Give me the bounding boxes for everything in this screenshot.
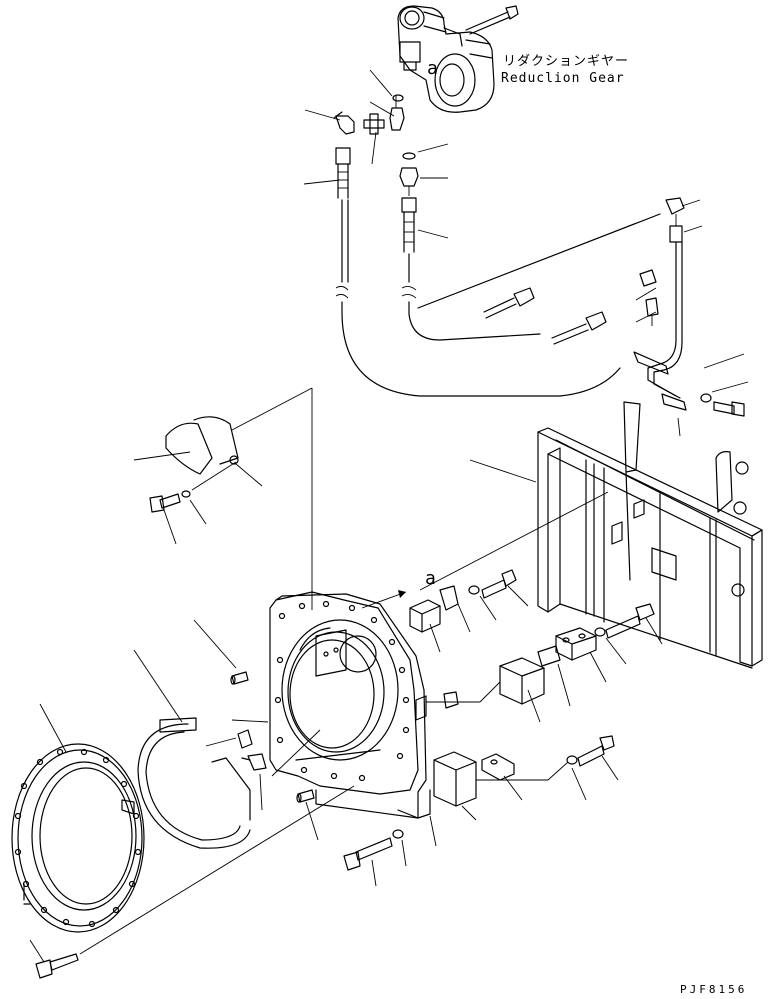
bracket-hook bbox=[439, 585, 459, 611]
inspection-cover bbox=[165, 387, 313, 610]
tee-fitting bbox=[363, 113, 385, 135]
bolt-top-left bbox=[149, 493, 181, 513]
hose-end-lower bbox=[551, 311, 607, 345]
clamp-small bbox=[481, 753, 515, 781]
bolt-right bbox=[713, 401, 745, 417]
bolt-mid-2 bbox=[605, 603, 655, 639]
washer-right bbox=[700, 393, 712, 403]
bolt-mid-3 bbox=[577, 735, 615, 767]
fitting-right-4 bbox=[645, 297, 659, 326]
washer-top-left bbox=[181, 490, 191, 498]
fitting-right-1 bbox=[665, 197, 685, 215]
hose-fitting-middle bbox=[401, 197, 417, 253]
hose-end-upper bbox=[483, 287, 535, 319]
washer-mid-3 bbox=[566, 755, 578, 765]
block-large-2 bbox=[433, 751, 477, 807]
fitting-right-3 bbox=[639, 269, 657, 287]
support-frame bbox=[537, 401, 763, 669]
washer-mid-1 bbox=[468, 585, 480, 595]
flywheel-housing bbox=[269, 591, 459, 819]
washer-mid-2 bbox=[594, 627, 606, 637]
cover-ring bbox=[11, 743, 145, 933]
steel-pipe bbox=[633, 241, 687, 411]
reduction-gear-label-jp: リダクションギヤー bbox=[503, 54, 630, 69]
dowel-pin-upper bbox=[230, 671, 249, 685]
straight-connector bbox=[399, 167, 419, 196]
washer-bottom bbox=[392, 829, 404, 839]
reduction-gear-label-en: Reduclion Gear bbox=[501, 71, 625, 86]
callout-a-top: a bbox=[427, 58, 439, 79]
hose-fitting-left bbox=[335, 147, 351, 199]
elbow-fitting-left bbox=[333, 111, 355, 135]
seal-ring bbox=[137, 717, 251, 849]
o-ring-middle bbox=[402, 152, 416, 160]
clamp-plate bbox=[555, 627, 597, 661]
plate-thin bbox=[537, 645, 561, 667]
reduction-gear-assembly bbox=[397, 5, 495, 113]
bolt-mid-1 bbox=[481, 569, 517, 599]
fitting-right-2 bbox=[669, 214, 683, 243]
housing-bolt-bottom bbox=[343, 837, 393, 871]
block-small-1 bbox=[409, 599, 441, 633]
leader-lines-bottom bbox=[29, 451, 663, 963]
drawing-code: PJF8156 bbox=[680, 983, 748, 996]
cover-bolt bbox=[35, 953, 79, 979]
fitting-small-housing bbox=[237, 729, 267, 771]
leader-lines-top bbox=[303, 69, 749, 437]
elbow-fitting bbox=[389, 96, 405, 131]
hose-line-outer bbox=[335, 199, 621, 397]
gear-mount-bolt bbox=[465, 5, 519, 35]
o-ring-small bbox=[392, 94, 404, 102]
reference-arrow bbox=[361, 590, 407, 609]
long-line-top bbox=[417, 213, 661, 309]
block-large-1 bbox=[499, 657, 545, 705]
dowel-pin-lower bbox=[296, 789, 315, 803]
callout-a-mid: a bbox=[425, 568, 437, 589]
hose-line-inner bbox=[401, 253, 541, 341]
